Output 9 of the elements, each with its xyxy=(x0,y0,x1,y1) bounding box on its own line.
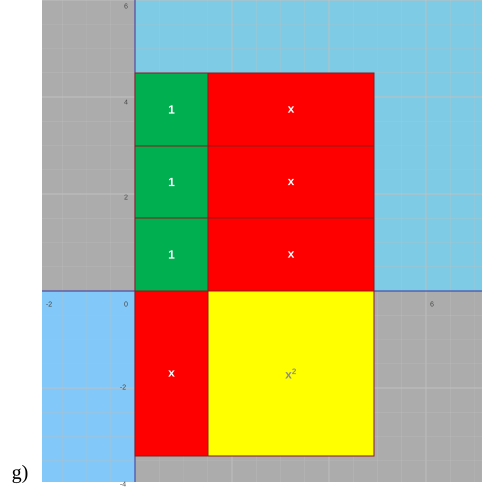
unit-tile: 1 xyxy=(134,146,208,218)
x-tile: x xyxy=(208,146,374,218)
x-tile: x xyxy=(208,72,374,146)
unit-tile: 1 xyxy=(134,218,208,292)
x-tile: x xyxy=(134,290,208,456)
unit-tile: 1 xyxy=(134,72,208,146)
x-squared-tile: x$^{2}$ xyxy=(208,290,374,456)
panel-label: g) xyxy=(12,464,28,484)
x-tile: x xyxy=(208,218,374,292)
